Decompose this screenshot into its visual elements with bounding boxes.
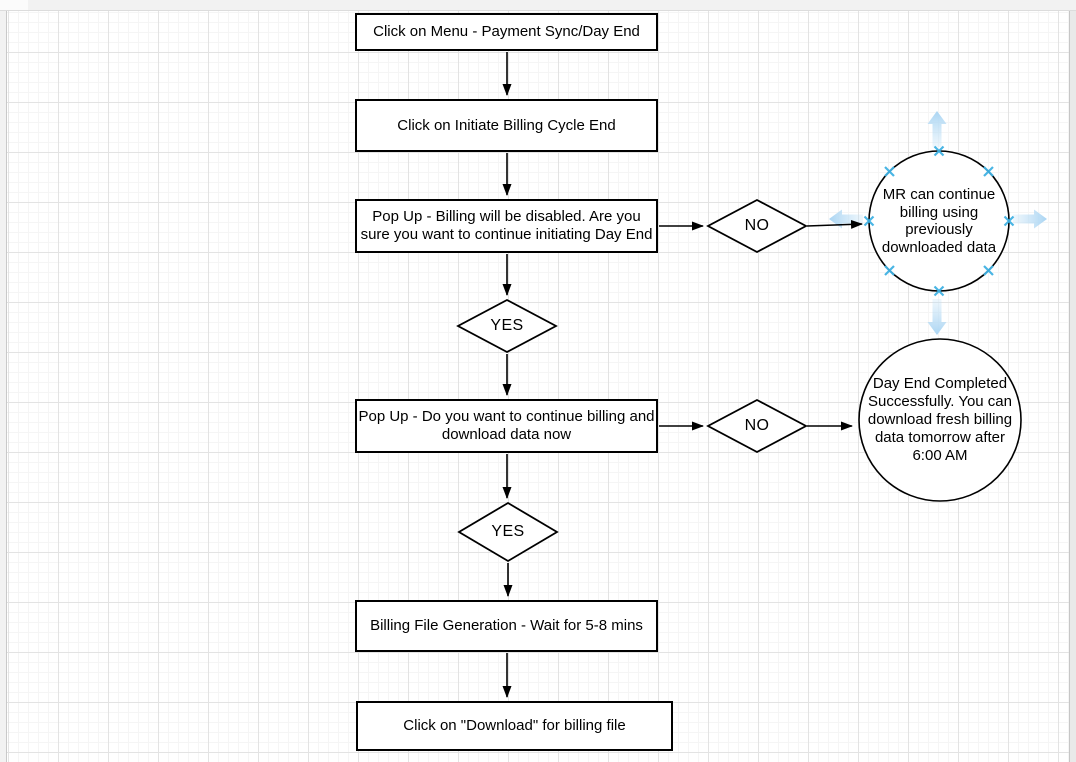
node-popup2-box[interactable] [355, 399, 658, 453]
connection-point-s[interactable] [933, 285, 945, 297]
node-popup1-box[interactable] [355, 199, 658, 253]
hover-arrow-down-icon[interactable] [927, 299, 947, 335]
node-yes2-diamond[interactable] [457, 501, 559, 563]
connection-point-se[interactable] [983, 265, 994, 276]
connection-point-sw[interactable] [884, 265, 895, 276]
node-no1-diamond[interactable] [706, 198, 808, 254]
connection-point-n[interactable] [933, 145, 945, 157]
node-step6-box[interactable] [356, 701, 673, 751]
gutter-top [0, 0, 1076, 11]
node-step5-box[interactable] [355, 600, 658, 652]
edge-no1-circle1[interactable] [806, 219, 863, 229]
gutter-left [0, 11, 7, 762]
node-step2-box[interactable] [355, 99, 658, 152]
connection-point-ne[interactable] [983, 166, 994, 177]
node-circle2-ellipse[interactable] [858, 338, 1022, 502]
node-step1-box[interactable] [355, 13, 658, 51]
node-no2-diamond[interactable] [706, 398, 808, 454]
connection-point-nw[interactable] [884, 166, 895, 177]
hover-arrow-right-icon[interactable] [1013, 209, 1047, 229]
scrollbar-track-right[interactable] [1069, 11, 1076, 762]
hover-arrow-up-icon[interactable] [927, 111, 947, 147]
hover-arrow-left-icon[interactable] [829, 209, 863, 229]
gutter-corner [0, 0, 28, 10]
connection-point-e[interactable] [1003, 215, 1015, 227]
connection-point-w[interactable] [863, 215, 875, 227]
node-yes1-diamond[interactable] [456, 298, 558, 354]
